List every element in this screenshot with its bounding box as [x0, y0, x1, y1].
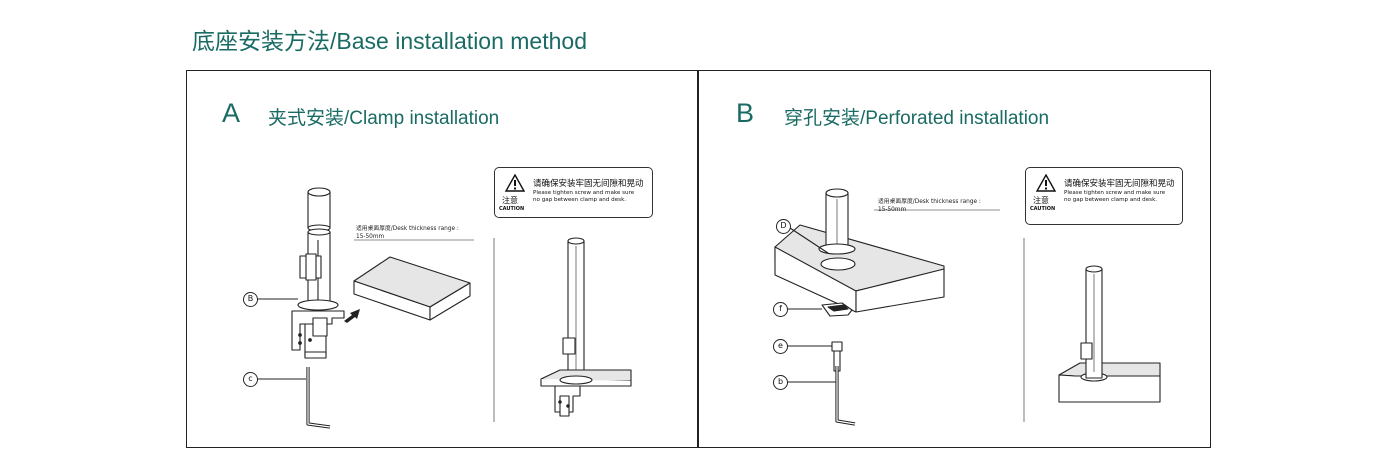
callout-b-lower-marker: b — [773, 375, 788, 390]
caution-en-line1-a: Please tighten screw and make sure — [533, 190, 635, 196]
caution-en-line2-b: no gap between clamp and desk. — [1064, 197, 1158, 203]
caution-en-line2-a: no gap between clamp and desk. — [533, 197, 627, 203]
instruction-frame — [186, 70, 1211, 448]
section-b-letter: B — [736, 98, 755, 128]
callout-b-marker: B — [243, 292, 258, 307]
desk-thickness-line1-b: 适用桌面厚度/Desk thickness range : — [878, 199, 981, 205]
caution-text-zh-b: 请确保安装牢固无间隙和晃动 — [1064, 179, 1175, 189]
callout-d-marker: D — [776, 219, 791, 234]
section-a-letter: A — [222, 98, 241, 128]
callout-f-marker: f — [773, 302, 788, 317]
desk-thickness-line1-a: 适用桌面厚度/Desk thickness range : — [356, 226, 459, 232]
warning-triangle-icon — [1036, 174, 1056, 192]
section-a-title: 夹式安装/Clamp installation — [268, 108, 500, 129]
caution-text-en-a: Please tighten screw and make sure no ga… — [533, 190, 634, 204]
perforated-pole-exploded — [774, 188, 945, 426]
hex-key-a — [306, 367, 331, 429]
caution-en-line1-b: Please tighten screw and make sure — [1064, 190, 1166, 196]
caution-box-b: 注意 CAUTION 请确保安装牢固无间隙和晃动 Please tighten … — [1025, 167, 1183, 225]
callout-c-marker: c — [243, 372, 258, 387]
desk-thickness-line2-a: 15-50mm — [356, 234, 385, 240]
desk-thickness-line2-b: 15-50mm — [878, 207, 907, 213]
clamp-pole-exploded — [291, 187, 345, 359]
page-title: 底座安装方法/Base installation method — [192, 28, 587, 54]
callout-e-marker: e — [773, 339, 788, 354]
assembled-perforated — [1058, 265, 1161, 403]
caution-label-en-b: CAUTION — [1030, 206, 1056, 212]
assembled-clamp — [540, 237, 632, 417]
section-divider — [697, 70, 699, 448]
caution-label-en-a: CAUTION — [499, 206, 525, 212]
caution-label-zh-a: 注意 — [502, 196, 518, 205]
desk-thickness-label-b: 适用桌面厚度/Desk thickness range : 15-50mm — [878, 198, 981, 214]
desk-block-a — [353, 256, 471, 321]
caution-text-zh-a: 请确保安装牢固无间隙和晃动 — [533, 179, 644, 189]
caution-label-zh-b: 注意 — [1033, 196, 1049, 205]
caution-text-en-b: Please tighten screw and make sure no ga… — [1064, 190, 1165, 204]
desk-thickness-label-a: 适用桌面厚度/Desk thickness range : 15-50mm — [356, 225, 459, 241]
section-b-title: 穿孔安装/Perforated installation — [784, 108, 1050, 129]
caution-box-a: 注意 CAUTION 请确保安装牢固无间隙和晃动 Please tighten … — [494, 167, 653, 218]
arrow-right-icon — [344, 309, 360, 323]
warning-triangle-icon — [505, 174, 525, 192]
